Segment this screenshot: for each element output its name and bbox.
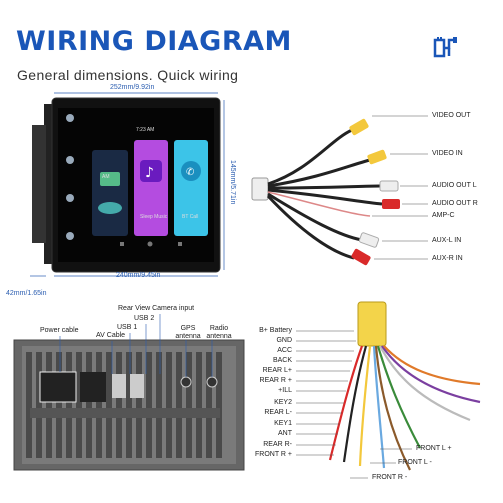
rca-harness [251,118,400,266]
wiring-plug-icon [433,37,457,58]
label-key1: KEY1 [274,420,292,427]
dimension-lines [30,92,225,277]
svg-text:✆: ✆ [186,167,194,178]
svg-text:♪: ♪ [145,165,154,181]
label-amp-c: AMP-C [432,212,455,219]
label-rear-r-plus: REAR R + [259,377,292,384]
label-ill: +ILL [278,387,292,394]
label-aux-l-in: AUX-L IN [432,237,462,244]
label-audio-out-l: AUDIO OUT L [432,182,477,189]
label-usb1: USB 1 [117,324,138,331]
label-video-in: VIDEO IN [432,150,463,157]
screen-time: 7:23 AM [136,127,155,133]
label-front-r-plus: FRONT R + [254,451,292,458]
label-key2: KEY2 [274,399,292,406]
dimension-width: 252mm/9.92in [110,84,155,91]
label-av-cable: AV Cable [96,332,126,339]
label-gnd: GND [276,337,292,344]
label-front-l-minus: FRONT L - [398,459,432,466]
label-radio: Radio antenna [206,325,232,340]
dimension-height: 145mm/5.71in [229,160,236,205]
harness-leader-lines [296,330,412,479]
head-unit: ♪ ✆ [32,97,221,273]
iso-harness [328,301,481,471]
page-title: WIRING DIAGRAM [16,26,292,57]
label-back: BACK [272,357,292,364]
label-rear-r-minus: REAR R- [263,441,292,448]
label-gps: GPS antenna [175,325,201,340]
dimension-screen-width: 240mm/9.45in [116,272,161,279]
label-rear-l-minus: REAR L- [264,409,292,416]
label-rear-l-plus: REAR L+ [262,367,292,374]
label-audio-out-r: AUDIO OUT R [432,200,478,207]
label-aux-r-in: AUX-R IN [432,255,463,262]
label-usb2: USB 2 [134,315,155,322]
screen-card-music: Sleep Music [140,214,168,220]
label-ant: ANT [278,430,292,437]
page-subtitle: General dimensions. Quick wiring [17,67,239,83]
label-power-cable: Power cable [40,327,79,334]
screen-left-label: AM [102,174,110,180]
back-leader-lines [59,314,213,377]
dimension-depth: 42mm/1.65in [6,290,47,297]
label-acc: ACC [277,347,292,354]
label-front-r-minus: FRONT R - [372,474,408,481]
back-panel [13,339,245,471]
right-leader-lines [372,115,428,260]
label-video-out: VIDEO OUT [432,112,471,119]
label-b-battery: B+ Battery [259,327,292,334]
label-front-l-plus: FRONT L + [416,445,452,452]
screen-card-call: BT Call [182,214,199,220]
label-camera: Rear View Camera input [118,305,195,312]
